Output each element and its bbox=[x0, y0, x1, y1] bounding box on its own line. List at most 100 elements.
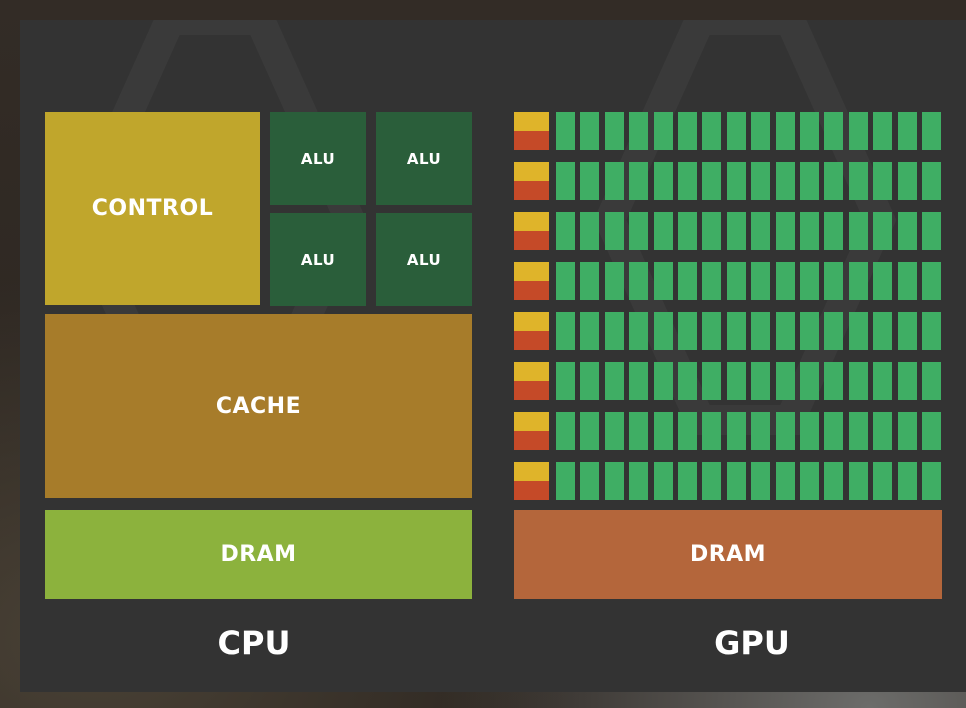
gpu-cache-cell bbox=[514, 331, 549, 350]
gpu-core-cell bbox=[604, 212, 624, 250]
gpu-core-cell bbox=[922, 412, 941, 450]
gpu-core-cell bbox=[873, 312, 893, 350]
gpu-core-cell bbox=[653, 412, 673, 450]
gpu-core-cell bbox=[922, 212, 941, 250]
cpu-gpu-diagram: CONTROL ALU ALU ALU ALU CACHE DRAM CPU D… bbox=[20, 20, 966, 692]
gpu-core-cell bbox=[629, 462, 649, 500]
cpu-title: CPU bbox=[217, 624, 291, 662]
gpu-core-cell bbox=[775, 412, 795, 450]
gpu-core-cell bbox=[775, 262, 795, 300]
gpu-core-cell bbox=[775, 362, 795, 400]
gpu-core-cell bbox=[580, 112, 600, 150]
gpu-cache-cell bbox=[514, 381, 549, 400]
gpu-core-cell bbox=[800, 262, 819, 300]
gpu-core-cell bbox=[556, 362, 575, 400]
cpu-alu-block: ALU bbox=[376, 213, 472, 306]
gpu-core-cell bbox=[848, 412, 868, 450]
cpu-dram-block: DRAM bbox=[45, 510, 472, 599]
gpu-core-cell bbox=[800, 312, 819, 350]
gpu-core-cell bbox=[604, 312, 624, 350]
gpu-core-cell bbox=[580, 412, 600, 450]
gpu-sm-row bbox=[514, 412, 942, 450]
gpu-core-cell bbox=[653, 212, 673, 250]
gpu-core-cell bbox=[604, 162, 624, 200]
gpu-core-cell bbox=[678, 112, 697, 150]
gpu-core-cell bbox=[653, 262, 673, 300]
gpu-core-cell bbox=[556, 312, 575, 350]
gpu-sm-row bbox=[514, 212, 942, 250]
gpu-core-cell bbox=[604, 462, 624, 500]
cpu-control-block: CONTROL bbox=[45, 112, 260, 305]
gpu-core-cell bbox=[897, 262, 917, 300]
gpu-core-cell bbox=[775, 162, 795, 200]
gpu-cache-cell bbox=[514, 431, 549, 450]
gpu-core-cell bbox=[824, 162, 844, 200]
cpu-alu-block: ALU bbox=[376, 112, 472, 205]
gpu-core-cell bbox=[726, 212, 746, 250]
gpu-core-cell bbox=[775, 112, 795, 150]
gpu-core-cell bbox=[751, 162, 771, 200]
gpu-sm-row bbox=[514, 462, 942, 500]
gpu-core-cell bbox=[922, 362, 941, 400]
gpu-core-cell bbox=[897, 212, 917, 250]
gpu-core-cell bbox=[751, 462, 771, 500]
gpu-core-cell bbox=[629, 312, 649, 350]
gpu-control-cell bbox=[514, 162, 549, 181]
gpu-core-cell bbox=[800, 412, 819, 450]
gpu-core-cell bbox=[580, 362, 600, 400]
gpu-control-cell bbox=[514, 462, 549, 481]
gpu-core-cell bbox=[726, 412, 746, 450]
gpu-core-cell bbox=[556, 462, 575, 500]
gpu-core-cell bbox=[678, 362, 697, 400]
gpu-control-cell bbox=[514, 112, 549, 131]
gpu-core-cell bbox=[824, 112, 844, 150]
gpu-cache-cell bbox=[514, 131, 549, 150]
gpu-core-cell bbox=[873, 362, 893, 400]
gpu-core-cell bbox=[653, 312, 673, 350]
gpu-core-cell bbox=[873, 112, 893, 150]
gpu-core-cell bbox=[580, 462, 600, 500]
gpu-core-cell bbox=[775, 312, 795, 350]
gpu-core-cell bbox=[800, 212, 819, 250]
gpu-core-cell bbox=[897, 162, 917, 200]
gpu-sm-row bbox=[514, 362, 942, 400]
gpu-core-cell bbox=[556, 112, 575, 150]
gpu-core-cell bbox=[556, 262, 575, 300]
gpu-sm-row bbox=[514, 162, 942, 200]
gpu-core-cell bbox=[751, 412, 771, 450]
gpu-core-cell bbox=[824, 312, 844, 350]
gpu-core-cell bbox=[629, 262, 649, 300]
gpu-core-cell bbox=[922, 462, 941, 500]
gpu-core-cell bbox=[678, 412, 697, 450]
gpu-cache-cell bbox=[514, 281, 549, 300]
gpu-core-cell bbox=[824, 262, 844, 300]
gpu-core-cell bbox=[897, 412, 917, 450]
gpu-core-cell bbox=[848, 162, 868, 200]
gpu-cache-cell bbox=[514, 481, 549, 500]
gpu-core-cell bbox=[824, 412, 844, 450]
gpu-core-cell bbox=[629, 162, 649, 200]
gpu-core-cell bbox=[726, 462, 746, 500]
gpu-core-cell bbox=[702, 112, 722, 150]
gpu-core-cell bbox=[653, 462, 673, 500]
cpu-alu-block: ALU bbox=[270, 213, 366, 306]
gpu-core-cell bbox=[580, 262, 600, 300]
gpu-core-cell bbox=[678, 462, 697, 500]
gpu-core-cell bbox=[848, 362, 868, 400]
gpu-core-cell bbox=[702, 412, 722, 450]
gpu-core-cell bbox=[897, 112, 917, 150]
gpu-core-cell bbox=[873, 262, 893, 300]
gpu-core-cell bbox=[848, 212, 868, 250]
gpu-core-cell bbox=[556, 412, 575, 450]
gpu-core-cell bbox=[604, 362, 624, 400]
cpu-cache-block: CACHE bbox=[45, 314, 472, 498]
gpu-core-cell bbox=[873, 212, 893, 250]
gpu-core-cell bbox=[922, 112, 941, 150]
gpu-core-cell bbox=[678, 212, 697, 250]
gpu-title: GPU bbox=[714, 624, 790, 662]
gpu-core-cell bbox=[848, 462, 868, 500]
gpu-core-cell bbox=[922, 312, 941, 350]
gpu-control-cell bbox=[514, 262, 549, 281]
gpu-core-cell bbox=[653, 162, 673, 200]
gpu-cache-cell bbox=[514, 181, 549, 200]
